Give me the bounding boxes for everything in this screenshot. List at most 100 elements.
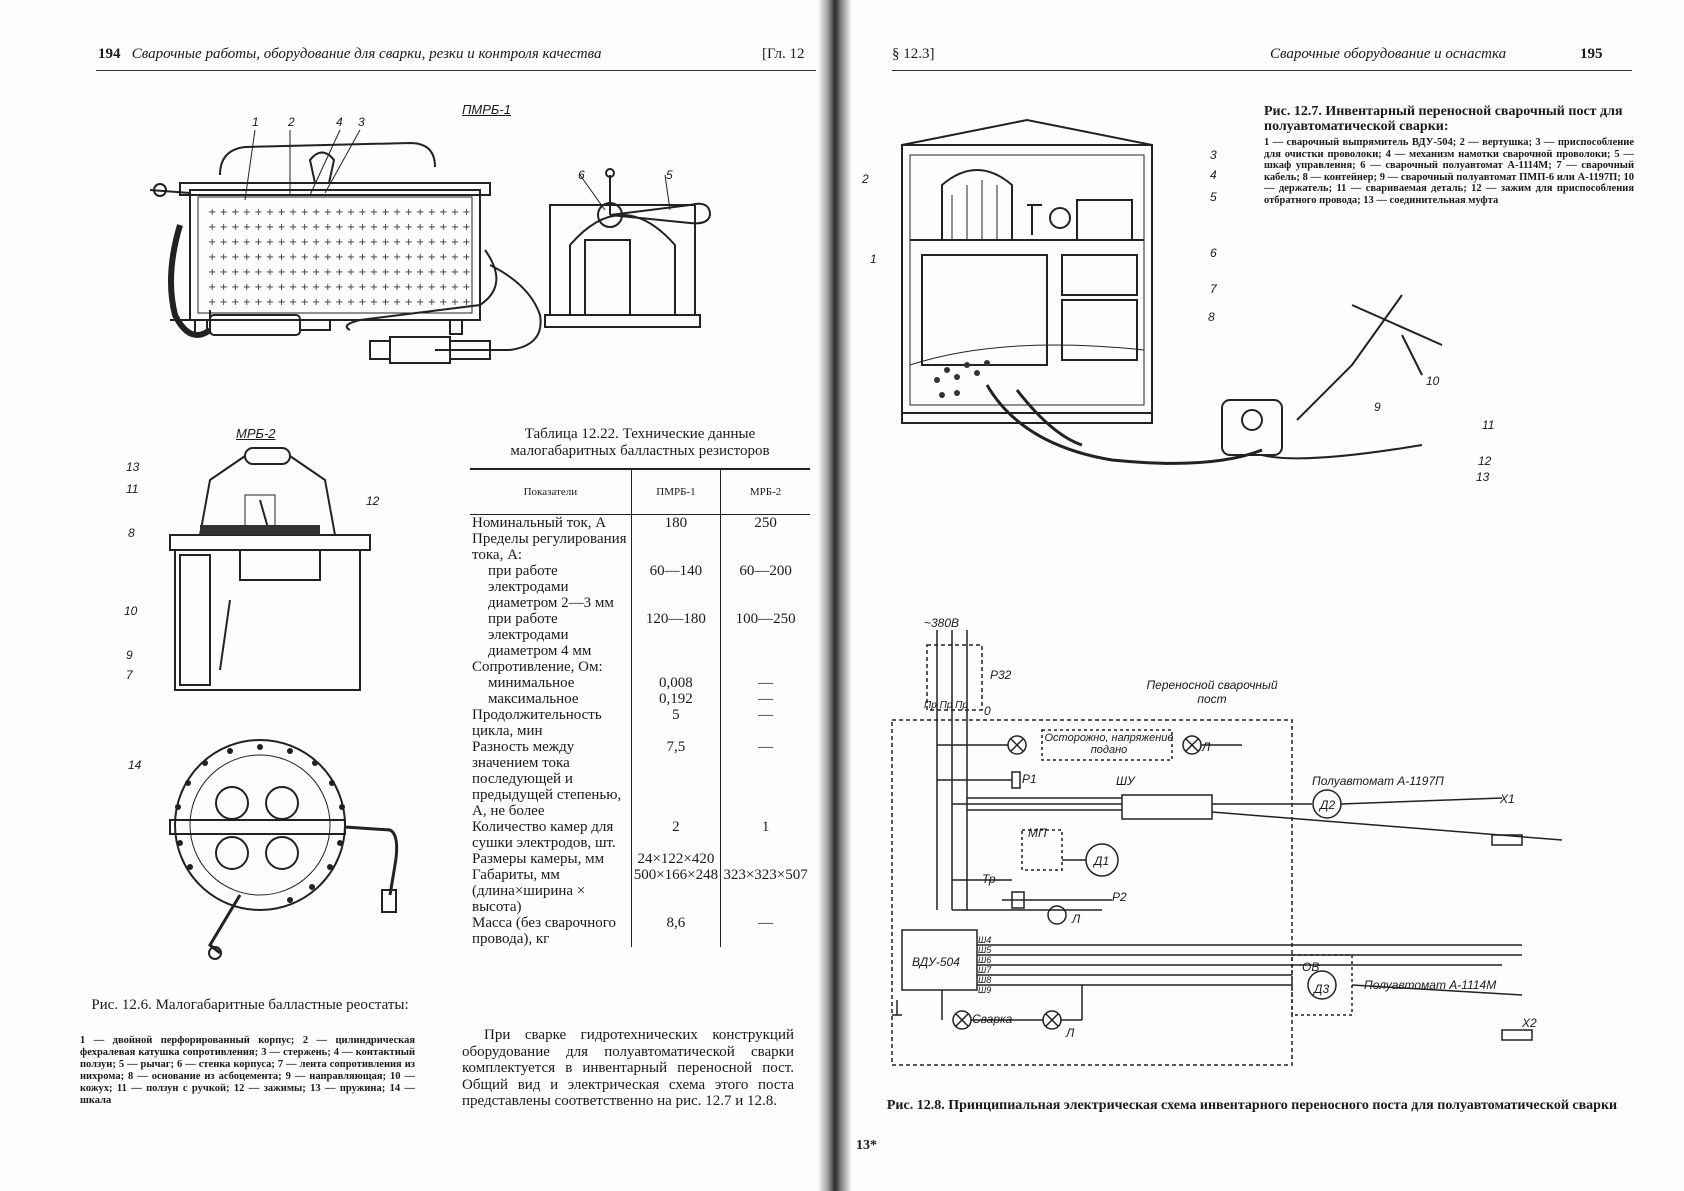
callout-5r: 5 bbox=[1210, 190, 1217, 204]
callout-5: 5 bbox=[666, 168, 673, 182]
callout-12: 12 bbox=[366, 494, 380, 508]
table-row: максимальное 0,192— bbox=[470, 691, 810, 707]
scheme-welding: Сварка bbox=[972, 1012, 1013, 1026]
row-value-mrb2: — bbox=[720, 691, 810, 707]
scheme-tr: Тр bbox=[982, 872, 996, 886]
callout-10: 10 bbox=[124, 604, 138, 618]
table-row: Сопротивление, Ом: bbox=[470, 659, 810, 675]
row-label: Разность между значением тока последующе… bbox=[472, 739, 622, 819]
scheme-p2: Р2 bbox=[1112, 890, 1127, 904]
table-row: при работе электродами диаметром 2—3 мм 6… bbox=[470, 563, 810, 611]
scheme-post: Переносной сварочный пост bbox=[1146, 678, 1278, 706]
row-value-pmrb1: 500×166×248 bbox=[630, 867, 721, 915]
callout-7: 7 bbox=[126, 668, 133, 682]
callout-11: 11 bbox=[126, 482, 139, 496]
row-label: Сопротивление, Ом: bbox=[472, 659, 603, 675]
callout-2r: 2 bbox=[862, 172, 869, 186]
row-label: минимальное bbox=[488, 675, 575, 691]
scheme-semi2: Полуавтомат А-1114М bbox=[1364, 978, 1497, 992]
scheme-breaker: Р32 bbox=[990, 668, 1012, 682]
tech-table: Показатели ПМРБ-1 МРБ-2 Номинальный ток,… bbox=[470, 468, 810, 947]
row-value-mrb2: — bbox=[720, 675, 810, 691]
fig-mrb2-drawing bbox=[169, 447, 371, 691]
right-page: § 12.3] Сварочные оборудование и оснастк… bbox=[832, 0, 1684, 1191]
left-head-rule bbox=[96, 70, 816, 71]
scheme-mp: МП bbox=[1028, 826, 1047, 840]
scheme-sh6: Ш6 bbox=[978, 955, 992, 965]
row-label: максимальное bbox=[488, 691, 579, 707]
th-mrb2: МРБ-2 bbox=[720, 468, 810, 515]
fig-pmrb1-drawing: + + + + + + + + + + + + + + + + + + + + … bbox=[149, 129, 712, 364]
row-value-mrb2: 100—250 bbox=[720, 611, 810, 659]
th-pmrb1: ПМРБ-1 bbox=[630, 468, 721, 515]
scheme-semi1: Полуавтомат А-1197П bbox=[1312, 774, 1444, 788]
row-value-pmrb1: 0,008 bbox=[630, 675, 721, 691]
scheme-zero: 0 bbox=[984, 704, 991, 718]
scheme-vdu: ВДУ-504 bbox=[912, 955, 960, 969]
table-title: Таблица 12.22. Технические данные малога… bbox=[510, 426, 770, 459]
callout-4r: 4 bbox=[1210, 168, 1217, 182]
scheme-x1: Х1 bbox=[1500, 792, 1515, 806]
svg-text:+ + + + + + + + + + + + + + +: + + + + + + + + + + + + + + + + + + + + … bbox=[208, 237, 471, 248]
row-value-pmrb1: 60—140 bbox=[630, 563, 721, 611]
scheme-d1: Д1 bbox=[1094, 854, 1110, 868]
callout-1: 1 bbox=[252, 115, 259, 129]
table-row: Количество камер для сушки электродов, ш… bbox=[470, 819, 810, 851]
svg-text:+ + + + + + + + + + + + + + +: + + + + + + + + + + + + + + + + + + + + … bbox=[208, 252, 471, 263]
row-label: при работе электродами диаметром 4 мм bbox=[488, 611, 592, 659]
right-running-title: Сварочные оборудование и оснастка bbox=[1270, 46, 1507, 62]
callout-8r: 8 bbox=[1208, 310, 1215, 324]
scheme-sh8: Ш8 bbox=[978, 975, 992, 985]
callout-8: 8 bbox=[128, 526, 135, 540]
svg-text:+ + + + + + + + + + + + + + +: + + + + + + + + + + + + + + + + + + + + … bbox=[208, 282, 471, 293]
scheme-d3: Д3 bbox=[1314, 982, 1330, 996]
row-label: Габариты, мм (длина×ширина × высота) bbox=[472, 867, 586, 915]
row-value-pmrb1: 2 bbox=[630, 819, 721, 851]
callout-9: 9 bbox=[126, 648, 133, 662]
row-value-pmrb1 bbox=[630, 531, 721, 563]
section-ref: § 12.3] bbox=[892, 46, 935, 62]
scheme-ov: ОВ bbox=[1302, 960, 1320, 974]
row-value-pmrb1: 7,5 bbox=[630, 739, 721, 819]
row-value-pmrb1: 0,192 bbox=[630, 691, 721, 707]
callout-3: 3 bbox=[358, 115, 365, 129]
callout-11r: 11 bbox=[1482, 418, 1495, 432]
table-header-row: Показатели ПМРБ-1 МРБ-2 bbox=[470, 468, 810, 515]
fig126-caption-title: Рис. 12.6. Малогабаритные балластные рео… bbox=[91, 997, 409, 1013]
row-value-mrb2: — bbox=[720, 707, 810, 739]
scheme-fuses: Пр Пр Пр bbox=[924, 700, 968, 711]
callout-7r: 7 bbox=[1210, 282, 1217, 296]
fig127-legend: 1 — сварочный выпрямитель ВДУ-504; 2 — в… bbox=[1264, 137, 1634, 206]
scheme-warning: Осторожно, напряжение подано bbox=[1044, 732, 1174, 756]
scheme-shu: ШУ bbox=[1116, 774, 1135, 788]
svg-text:+ + + + + + + + + + + + + + +: + + + + + + + + + + + + + + + + + + + + … bbox=[208, 297, 471, 308]
row-value-mrb2 bbox=[720, 851, 810, 867]
callout-6r: 6 bbox=[1210, 246, 1217, 260]
svg-text:+ + + + + + + + + + + + + + +: + + + + + + + + + + + + + + + + + + + + … bbox=[208, 222, 471, 233]
row-value-mrb2 bbox=[720, 531, 810, 563]
scheme-supply: ~380В bbox=[924, 616, 960, 630]
right-page-number: 195 bbox=[1580, 46, 1603, 62]
scheme-lamp: Л bbox=[1202, 740, 1211, 754]
fig-scale-drawing bbox=[169, 739, 399, 960]
row-value-pmrb1: 120—180 bbox=[630, 611, 721, 659]
table-row: Пределы регулирования тока, А: bbox=[470, 531, 810, 563]
fig126-caption-legend: 1 — двойной перфорированный корпус; 2 — … bbox=[80, 1035, 415, 1106]
fig127-drawing bbox=[901, 118, 1443, 465]
row-label: при работе электродами диаметром 2—3 мм bbox=[488, 563, 614, 611]
callout-13: 13 bbox=[126, 460, 140, 474]
scheme-sh: Ш4 Ш5 Ш6 Ш7 Ш8 Ш9 bbox=[978, 935, 1008, 995]
table-row: Габариты, мм (длина×ширина × высота) 500×… bbox=[470, 867, 810, 915]
scheme-sh7: Ш7 bbox=[978, 965, 992, 975]
book-gutter bbox=[818, 0, 852, 1191]
row-value-mrb2: 60—200 bbox=[720, 563, 810, 611]
table-row: при работе электродами диаметром 4 мм 120… bbox=[470, 611, 810, 659]
row-value-mrb2: 250 bbox=[720, 514, 810, 531]
row-value-mrb2: — bbox=[720, 739, 810, 819]
callout-6: 6 bbox=[578, 168, 585, 182]
scheme-d2: Д2 bbox=[1320, 798, 1336, 812]
row-value-mrb2 bbox=[720, 659, 810, 675]
